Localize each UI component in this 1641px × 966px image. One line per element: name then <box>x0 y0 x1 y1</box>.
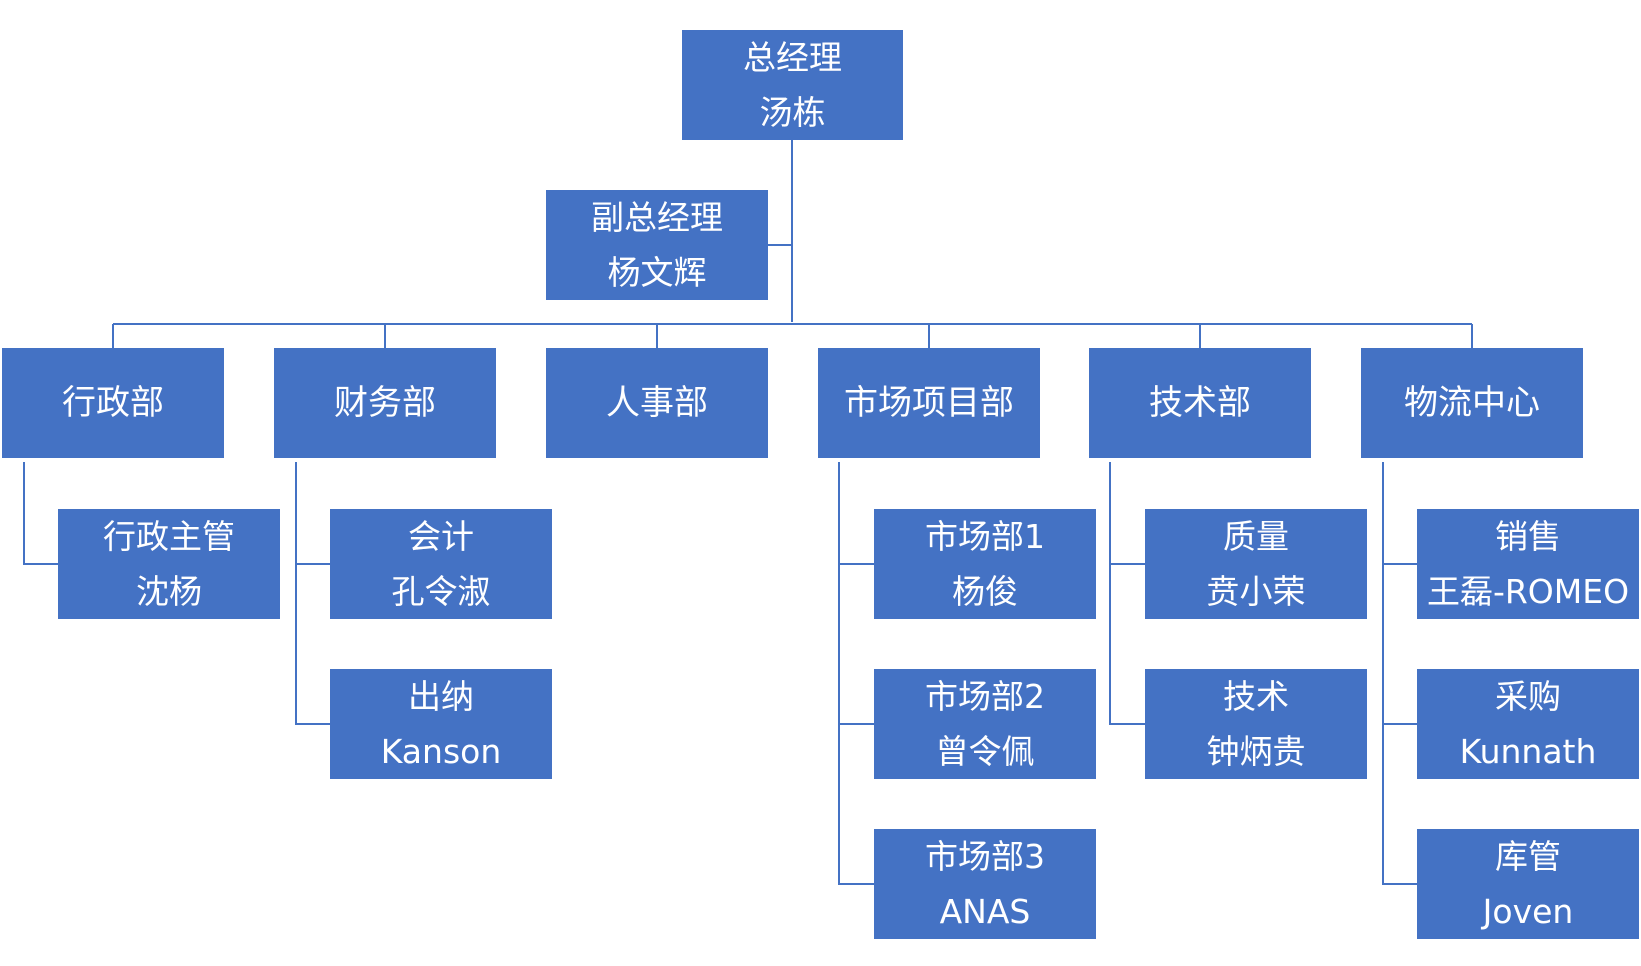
member-title: 行政主管 <box>103 517 235 556</box>
member-title: 技术 <box>1223 677 1289 716</box>
dept-marketing: 市场项目部 <box>818 348 1040 458</box>
member-name: 贲小荣 <box>1206 572 1306 611</box>
member-name: 曾令佩 <box>935 732 1035 771</box>
dept-label: 人事部 <box>606 383 708 423</box>
node-deputy-general-manager: 副总经理 杨文辉 <box>546 190 768 300</box>
member-name: 孔令淑 <box>391 572 491 611</box>
member-name: 沈杨 <box>136 572 202 611</box>
member-title: 采购 <box>1495 677 1561 716</box>
member-sales: 销售 王磊-ROMEO <box>1417 509 1639 619</box>
member-name: Joven <box>1482 892 1574 931</box>
member-purchasing: 采购 Kunnath <box>1417 669 1639 779</box>
member-marketing-1: 市场部1 杨俊 <box>874 509 1096 619</box>
member-marketing-3: 市场部3 ANAS <box>874 829 1096 939</box>
member-admin-supervisor: 行政主管 沈杨 <box>58 509 280 619</box>
member-title: 市场部2 <box>925 677 1045 716</box>
member-warehouse: 库管 Joven <box>1417 829 1639 939</box>
node-general-manager: 总经理 汤栋 <box>682 30 903 140</box>
dept-label: 技术部 <box>1149 383 1251 423</box>
node-title: 副总经理 <box>591 198 723 237</box>
connector-finance-members <box>295 462 330 725</box>
connector-logistics-members <box>1382 462 1417 885</box>
dept-label: 行政部 <box>62 383 164 423</box>
dept-finance: 财务部 <box>274 348 496 458</box>
member-title: 市场部1 <box>925 517 1045 556</box>
member-technical: 技术 钟炳贵 <box>1145 669 1367 779</box>
dept-label: 市场项目部 <box>844 383 1014 423</box>
member-name: Kanson <box>380 732 502 771</box>
dept-label: 物流中心 <box>1404 383 1540 423</box>
node-person: 杨文辉 <box>607 253 707 292</box>
member-name: 杨俊 <box>952 572 1018 611</box>
dept-hr: 人事部 <box>546 348 768 458</box>
node-person: 汤栋 <box>759 93 826 132</box>
member-name: Kunnath <box>1459 732 1597 771</box>
connector-market-members <box>838 462 874 885</box>
connector-admin-members <box>23 462 58 565</box>
member-cashier: 出纳 Kanson <box>330 669 552 779</box>
member-name: ANAS <box>939 892 1031 931</box>
member-title: 出纳 <box>408 677 474 716</box>
member-title: 会计 <box>408 517 474 556</box>
member-title: 质量 <box>1223 517 1289 556</box>
node-title: 总经理 <box>743 38 842 77</box>
member-name: 王磊-ROMEO <box>1426 572 1630 611</box>
member-quality: 质量 贲小荣 <box>1145 509 1367 619</box>
member-title: 库管 <box>1495 837 1561 876</box>
dept-administration: 行政部 <box>2 348 224 458</box>
member-marketing-2: 市场部2 曾令佩 <box>874 669 1096 779</box>
member-name: 钟炳贵 <box>1206 732 1306 771</box>
dept-label: 财务部 <box>334 383 436 423</box>
member-title: 市场部3 <box>925 837 1045 876</box>
member-accountant: 会计 孔令淑 <box>330 509 552 619</box>
connector-tech-members <box>1109 462 1145 725</box>
member-title: 销售 <box>1495 517 1561 556</box>
dept-logistics: 物流中心 <box>1361 348 1583 458</box>
dept-technology: 技术部 <box>1089 348 1311 458</box>
